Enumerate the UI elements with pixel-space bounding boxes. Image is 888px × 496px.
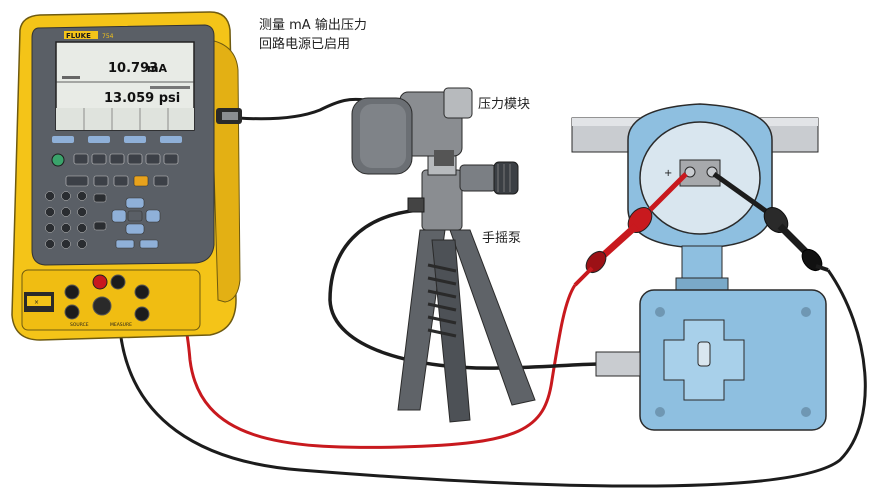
pressure-module-label: 压力模块 [478,97,531,112]
function-key[interactable] [113,175,129,187]
lcd-reading-psi: 13.059 psi [104,91,180,106]
keypad-key[interactable] [93,221,107,231]
jack[interactable] [92,296,112,316]
mode-label-line1: 测量 mA 输出压力 [259,18,367,33]
arrow-right-key[interactable] [145,209,161,223]
fluke-calibrator: FLUKE 754 10.793 mA 13.059 psi [11,11,242,341]
keypad-key[interactable] [77,207,87,217]
jack[interactable] [134,284,150,300]
jack[interactable] [64,304,80,320]
arrow-left-key[interactable] [111,209,127,223]
keypad-key[interactable] [61,191,71,201]
pressure-hose [328,208,601,370]
numeric-keypad [45,191,107,249]
hand-pump-label: 手摇泵 [482,231,522,246]
function-key[interactable] [93,175,109,187]
keypad-key[interactable] [77,223,87,233]
softkey-row [52,136,182,143]
arrow-down-key[interactable] [125,223,145,235]
brand-logo: FLUKE [66,32,91,40]
arrow-up-key[interactable] [125,197,145,209]
pump-spring [427,263,457,338]
jack-label-measure: MEASURE [110,322,132,328]
function-key[interactable] [91,153,107,165]
function-key[interactable] [163,153,179,165]
keypad-key[interactable] [61,239,71,249]
function-keys [65,153,179,187]
keypad-key[interactable] [45,207,55,217]
keypad-key[interactable] [45,239,55,249]
pressure-module [351,87,473,175]
jack-red[interactable] [92,274,108,290]
blue-key[interactable] [139,239,159,249]
module-cable [237,97,366,121]
blue-key[interactable] [115,239,135,249]
pressure-inlet-fitting [595,351,641,377]
red-probe [573,172,688,287]
hand-pump [397,149,536,423]
power-button[interactable] [51,153,65,167]
lcd-unit-ma: mA [147,62,167,75]
black-probe [712,171,829,272]
keypad-key[interactable] [45,191,55,201]
keypad-key[interactable] [77,191,87,201]
arrow-keys [111,197,161,249]
softkey-4[interactable] [160,136,182,143]
function-key[interactable] [109,153,125,165]
function-key[interactable] [145,153,161,165]
terminal-plus-label: + [664,168,672,179]
terminal-positive[interactable] [684,166,696,178]
adjust-knob[interactable] [493,161,519,195]
jack[interactable] [110,274,126,290]
model-number: 754 [102,33,114,40]
jack[interactable] [64,284,80,300]
keypad-key[interactable] [45,223,55,233]
black-test-lead [118,269,867,488]
keypad-key[interactable] [93,193,107,203]
input-jacks [64,274,150,322]
keypad-key[interactable] [61,223,71,233]
jack[interactable] [134,306,150,322]
softkey-1[interactable] [52,136,74,143]
lcd-reading-ma: 10.793 [108,61,158,76]
pressure-transmitter: + [571,103,827,431]
enter-key[interactable] [127,210,143,222]
function-key[interactable] [65,175,89,187]
jack-label-source: SOURCE [70,322,89,328]
softkey-3[interactable] [124,136,146,143]
softkey-2[interactable] [88,136,110,143]
function-key[interactable] [127,153,143,165]
keypad-key[interactable] [61,207,71,217]
function-key[interactable] [153,175,169,187]
keypad-key[interactable] [77,239,87,249]
mode-label-line2: 回路电源已启用 [259,37,351,52]
function-key[interactable] [73,153,89,165]
measure-source-key[interactable] [133,175,149,187]
port-label: × [34,299,39,306]
